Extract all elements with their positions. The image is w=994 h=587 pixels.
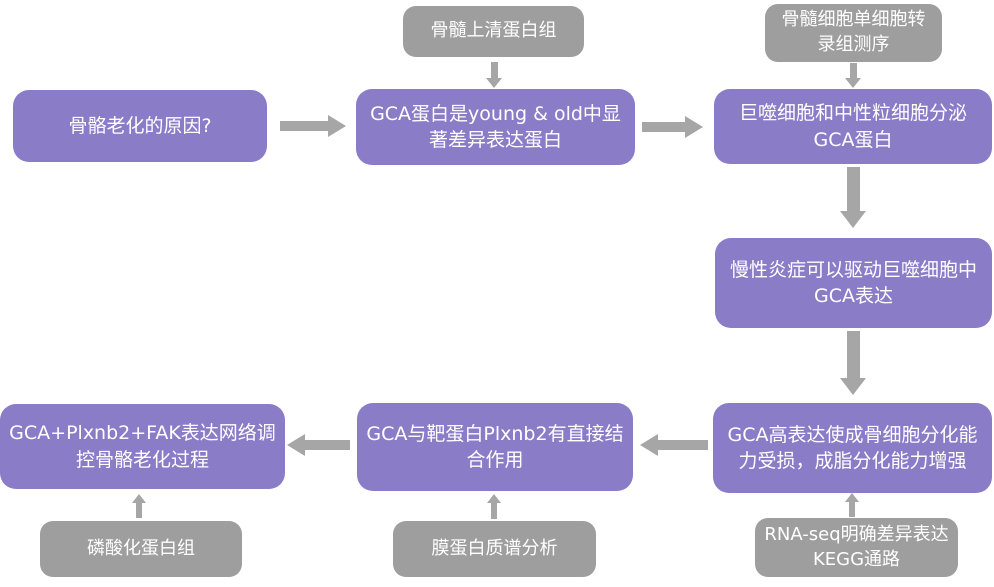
- node-membrane-ms-label: 膜蛋白质谱分析: [431, 537, 558, 559]
- node-supernatant-proteome-label: 骨髓上清蛋白组: [430, 20, 557, 42]
- node-question: 骨骼老化的原因?: [13, 90, 267, 162]
- node-plxnb2-binding-label: GCA与靶蛋白Plxnb2有直接结合作用: [366, 422, 624, 471]
- arrow-down-singlecell-to-macrophage-icon: [845, 63, 861, 88]
- node-rna-seq: RNA-seq明确差异表达KEGG通路: [755, 518, 958, 577]
- node-plxnb2-binding: GCA与靶蛋白Plxnb2有直接结合作用: [357, 403, 633, 491]
- node-gca-high-label: GCA高表达使成骨细胞分化能力受损，成脂分化能力增强: [727, 423, 978, 472]
- arrow-up-rnaseq-to-gcahigh-icon: [845, 493, 859, 517]
- node-network: GCA+Plxnb2+FAK表达网络调控骨骼老化过程: [0, 404, 285, 489]
- node-supernatant-proteome: 骨髓上清蛋白组: [403, 6, 584, 57]
- node-gca-high: GCA高表达使成骨细胞分化能力受损，成脂分化能力增强: [713, 403, 992, 493]
- node-rna-seq-label: RNA-seq明确差异表达KEGG通路: [764, 523, 949, 570]
- arrow-up-membrane-to-plxnb2-icon: [487, 494, 501, 519]
- node-question-label: 骨骼老化的原因?: [68, 114, 212, 137]
- node-single-cell-seq-label: 骨髓细胞单细胞转录组测序: [781, 9, 926, 55]
- node-gca-diff: GCA蛋白是young & old中显著差异表达蛋白: [356, 89, 635, 165]
- arrow-right-question-to-gcadiff-icon: [280, 115, 346, 137]
- node-network-label: GCA+Plxnb2+FAK表达网络调控骨骼老化过程: [9, 422, 276, 471]
- node-inflammation-label: 慢性炎症可以驱动巨噬细胞中GCA表达: [729, 258, 977, 307]
- node-gca-diff-label: GCA蛋白是young & old中显著差异表达蛋白: [370, 102, 621, 151]
- node-macrophage-secrete-label: 巨噬细胞和中性粒细胞分泌GCA蛋白: [738, 102, 967, 151]
- node-macrophage-secrete: 巨噬细胞和中性粒细胞分泌GCA蛋白: [714, 89, 992, 164]
- node-phospho-proteome: 磷酸化蛋白组: [40, 521, 242, 577]
- node-single-cell-seq: 骨髓细胞单细胞转录组测序: [765, 4, 942, 62]
- arrow-right-gcadiff-to-macrophage-icon: [642, 116, 703, 138]
- arrow-left-gcahigh-to-plxnb2-icon: [640, 434, 708, 456]
- node-phospho-proteome-label: 磷酸化蛋白组: [87, 537, 195, 559]
- arrow-up-phospho-to-network-icon: [132, 494, 146, 518]
- arrow-left-plxnb2-to-network-icon: [287, 434, 350, 456]
- arrow-down-inflammation-to-gcahigh-icon: [840, 331, 866, 395]
- arrow-down-macrophage-to-inflammation-icon: [840, 167, 866, 228]
- node-membrane-ms: 膜蛋白质谱分析: [393, 521, 596, 577]
- arrow-down-supernatant-to-gcadiff-icon: [486, 62, 502, 88]
- node-inflammation: 慢性炎症可以驱动巨噬细胞中GCA表达: [715, 238, 992, 328]
